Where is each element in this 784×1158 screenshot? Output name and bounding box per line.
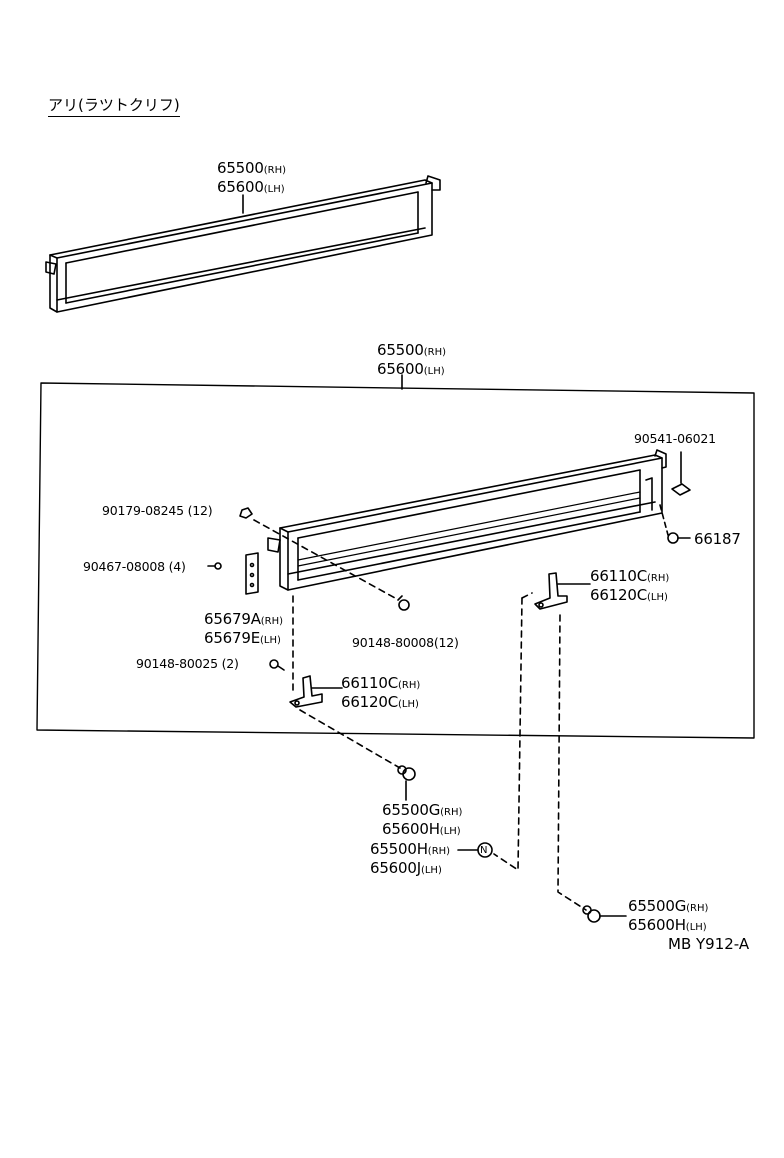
dashed-leader-right [493, 597, 523, 871]
dashed-leader-right-bolt [557, 614, 587, 911]
nut-90179-icon [239, 507, 396, 599]
callout-frame [36, 382, 755, 739]
top-rail-drawing [45, 175, 441, 313]
bolt-90148-80025-icon [269, 659, 285, 671]
hinge-right-icon [534, 572, 591, 610]
bolt-left-icon [397, 765, 416, 801]
n-mark-label: N [480, 845, 488, 856]
plate-65679-icon [245, 552, 259, 595]
box-rail-drawing [267, 449, 667, 591]
dashed-leader-right-b [521, 592, 533, 599]
label-plate-65679: 65679A(RH) 65679E(LH) [204, 610, 284, 647]
hinge-left-icon [289, 675, 343, 708]
section-title: アリ(ラツトクリフ) [48, 94, 180, 117]
label-top-rail: 65500(RH) 65600(LH) [217, 159, 286, 196]
label-nut-90541: 90541-06021 [634, 431, 716, 446]
label-screw-90467: 90467-08008 (4) [83, 559, 186, 574]
clip-66187-icon [659, 504, 691, 544]
bolt-right-icon [582, 905, 627, 923]
label-nut-90179: 90179-08245 (12) [102, 503, 213, 518]
label-bolt-90148-80008: 90148-80008(12) [352, 635, 459, 650]
label-hinge-left: 66110C(RH) 66120C(LH) [341, 674, 421, 711]
label-bolt-90148-80025: 90148-80025 (2) [136, 656, 239, 671]
figure-code: MB Y912-A [668, 935, 750, 953]
nut-90541-icon [671, 451, 691, 496]
label-bolt-right: 65500G(RH) 65600H(LH) [628, 897, 709, 934]
label-box-rail: 65500(RH) 65600(LH) [377, 341, 446, 378]
label-hinge-right: 66110C(RH) 66120C(LH) [590, 567, 670, 604]
dashed-leader-left-bolt [299, 709, 401, 769]
screw-90467-icon [207, 562, 222, 570]
bolt-90148-80008-icon [397, 595, 410, 611]
label-clip-66187: 66187 [694, 530, 741, 548]
label-bolt-left: 65500G(RH) 65600H(LH) [382, 801, 463, 838]
label-bolt-n: 65500H(RH) 65600J(LH) [370, 840, 451, 877]
